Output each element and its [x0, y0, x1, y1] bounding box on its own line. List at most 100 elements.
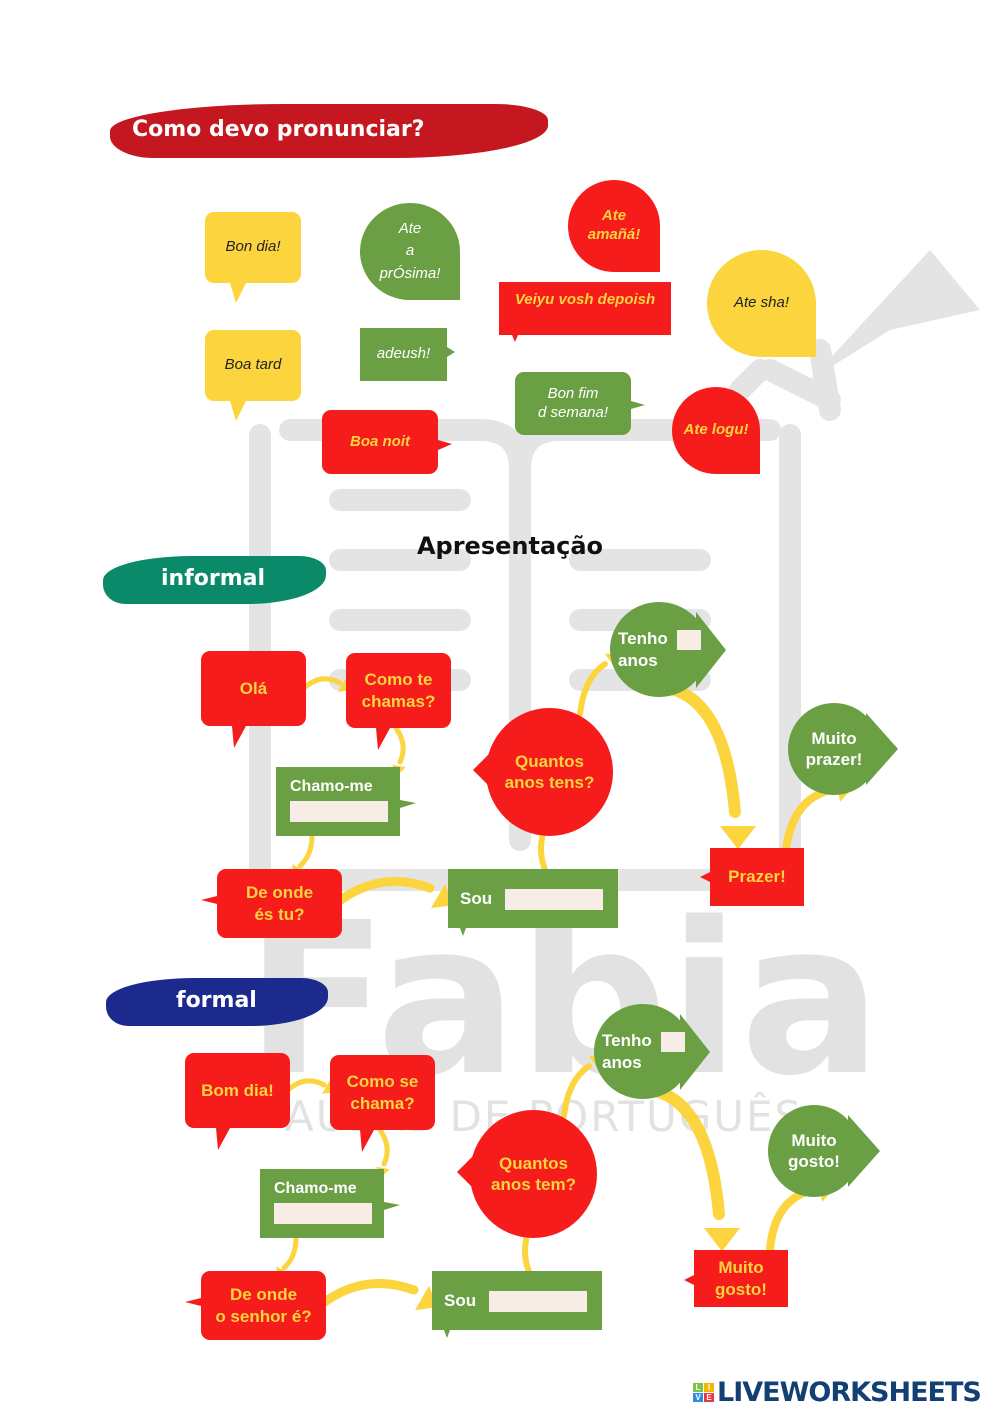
bubble-tail — [447, 347, 455, 357]
bubble-text: Chamo-me — [274, 1180, 357, 1197]
bubble-text: Sou — [460, 888, 493, 908]
bubble-text: Chamo-me — [290, 778, 373, 795]
bubble-bon-fim-d-semana: Bon fim d semana! — [515, 372, 631, 435]
bubble-quantos-anos: Quantos anos tens? — [486, 708, 613, 836]
bubble-tail — [230, 401, 246, 421]
bubble-text: Como te — [364, 670, 433, 690]
bubble-text: a — [405, 242, 415, 260]
informal-banner: informal — [103, 556, 326, 604]
bubble-tail — [473, 740, 503, 800]
origin-input[interactable] — [505, 889, 603, 910]
bubble-ate-amana: Ate amañá! — [568, 180, 660, 272]
bubble-text: Veiyu vosh depoish — [514, 291, 656, 309]
bubble-text: gosto! — [788, 1152, 840, 1171]
logo-text: LIVEWORKSHEETS — [717, 1377, 982, 1408]
bubble-text: Como se — [346, 1072, 419, 1092]
bubble-text: anos — [618, 650, 658, 670]
bubble-tail — [700, 872, 710, 882]
bubble-text: amañá! — [587, 226, 641, 243]
liveworksheets-logo: L I V E LIVEWORKSHEETS — [693, 1377, 982, 1408]
bubble-tail — [360, 1130, 374, 1152]
bubble-veiyu-vosh-depoish: Veiyu vosh depoish — [499, 282, 671, 335]
header-title: Como devo pronunciar? — [132, 117, 425, 142]
bubble-adeush: adeush! — [360, 328, 447, 381]
bubble-text: Quantos — [499, 1153, 568, 1173]
bubble-text: Ate sha! — [733, 294, 790, 312]
bubble-text: Tenho — [602, 1031, 652, 1051]
bubble-text: chamas? — [361, 691, 436, 711]
bubble-tail — [230, 283, 246, 303]
bubble-text: prazer! — [805, 750, 863, 769]
header-banner: Como devo pronunciar? — [110, 104, 548, 158]
bubble-text: Bon fim — [547, 384, 599, 402]
bubble-text: Tenho — [618, 629, 668, 649]
age-input[interactable] — [661, 1032, 685, 1052]
bubble-tail — [866, 713, 898, 785]
bubble-tail — [444, 1330, 450, 1338]
bubble-text: De onde — [245, 883, 314, 903]
bubble-tail — [631, 401, 645, 409]
logo-tile: I — [704, 1383, 714, 1392]
name-input[interactable] — [274, 1203, 372, 1224]
bubble-tail — [457, 1142, 487, 1202]
bubble-text: anos — [602, 1052, 642, 1072]
bubble-text: Ate — [398, 219, 422, 237]
bubble-tail — [696, 612, 726, 688]
bubble-text: d semana! — [537, 403, 609, 421]
flow-arrow — [317, 1279, 419, 1309]
bubble-text: prÓsima! — [379, 264, 441, 282]
logo-tile: V — [693, 1393, 703, 1402]
section-title: Apresentação — [416, 532, 604, 560]
bubble-tail — [848, 1115, 880, 1187]
bubble-text: anos tem? — [490, 1175, 577, 1194]
bubble-tail — [384, 1202, 400, 1210]
bubble-text: Bon dia! — [225, 238, 281, 256]
bubble-text: Ate — [601, 207, 627, 225]
bubble-ate-a-prosima: Ate a prÓsima! — [360, 203, 460, 300]
bubble-prazer: Prazer! — [710, 848, 804, 906]
bubble-ate-sha: Ate sha! — [707, 250, 816, 357]
bubble-text: Bom dia! — [201, 1080, 274, 1100]
bubble-tail — [185, 1298, 201, 1306]
bubble-bon-dia: Bon dia! — [205, 212, 301, 283]
bubble-muito-gosto: Muito gosto! — [768, 1105, 860, 1197]
bubble-ate-logu: Ate logu! — [672, 387, 760, 474]
flow-arrow — [766, 1186, 816, 1254]
bubble-quantos-anos: Quantos anos tem? — [470, 1110, 597, 1238]
bubble-text: gosto! — [715, 1279, 767, 1299]
age-input[interactable] — [677, 630, 701, 650]
bubble-text: Prazer! — [728, 867, 786, 887]
bubble-bom-dia: Bom dia! — [185, 1053, 290, 1128]
flow-arrow — [281, 1235, 299, 1271]
logo-tile: L — [693, 1383, 703, 1392]
origin-input[interactable] — [489, 1291, 587, 1312]
name-input[interactable] — [290, 801, 388, 822]
informal-label: informal — [161, 566, 266, 591]
bubble-text: Quantos — [515, 751, 584, 771]
bubble-tail — [438, 440, 452, 450]
formal-banner: formal — [106, 978, 328, 1026]
arrow-head-icon — [704, 1228, 740, 1252]
bubble-tail — [376, 728, 390, 750]
bubble-tail — [684, 1275, 694, 1285]
bubble-tail — [512, 335, 518, 342]
logo-tile: E — [704, 1393, 714, 1402]
formal-label: formal — [176, 988, 257, 1013]
bubble-ola: Olá — [201, 651, 306, 726]
bubble-text: Olá — [239, 678, 268, 698]
bubble-text: Sou — [444, 1290, 477, 1310]
bubble-text: Muito — [791, 1130, 837, 1150]
bubble-text: Boa noit — [350, 432, 410, 450]
bubble-tail — [216, 1128, 230, 1150]
bubble-text: anos tens? — [504, 773, 595, 792]
bubble-tail — [232, 726, 246, 748]
bubble-text: chama? — [350, 1093, 415, 1113]
bubble-boa-noit: Boa noit — [322, 410, 438, 474]
logo-tiles-icon: L I V E — [693, 1383, 714, 1402]
bubble-text: De onde — [229, 1285, 298, 1305]
